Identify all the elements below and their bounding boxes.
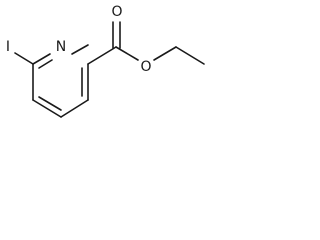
ethyl-ester-group bbox=[87, 21, 205, 65]
bond-carbonyl-ester-o bbox=[115, 46, 139, 61]
nitrogen-atom-label: N bbox=[56, 39, 66, 55]
bond-c4-c5 bbox=[60, 99, 89, 118]
bond-ch2-ch3 bbox=[175, 46, 205, 65]
bond-c3-c4 bbox=[32, 99, 62, 118]
carbonyl-oxygen-label: O bbox=[111, 4, 122, 20]
double-bond-c3-c4-inner bbox=[38, 96, 62, 111]
bond-c2-iodine bbox=[14, 52, 34, 65]
chemical-structure: I N O O bbox=[6, 4, 205, 118]
pyridine-ring bbox=[32, 44, 89, 118]
iodine-atom-label: I bbox=[6, 39, 10, 55]
bond-n-c2 bbox=[32, 53, 51, 65]
bond-n-c6 bbox=[71, 44, 89, 55]
double-bond-n-c2-inner bbox=[38, 59, 53, 69]
bond-ester-o-ch2 bbox=[153, 46, 177, 61]
bond-c6-carbonyl bbox=[87, 46, 117, 65]
ester-oxygen-label: O bbox=[140, 59, 151, 75]
